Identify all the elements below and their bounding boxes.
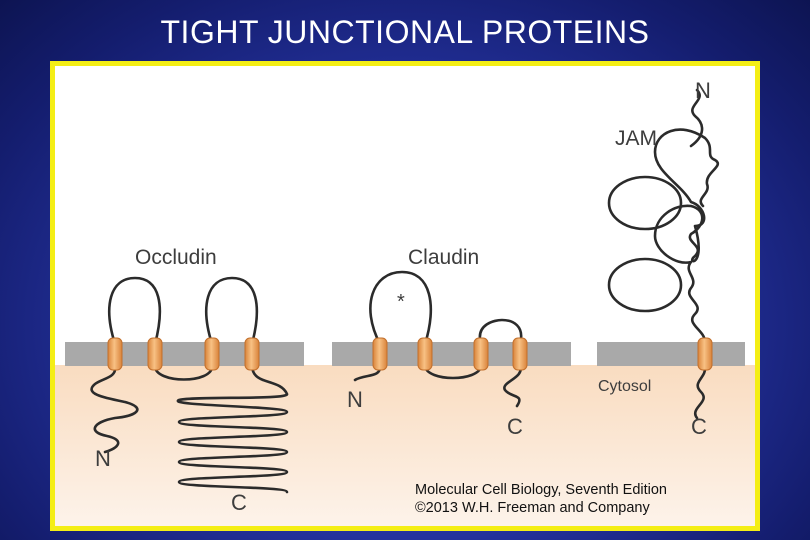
claudin-c-tail — [503, 364, 522, 408]
jam-extracellular-chain — [653, 88, 719, 344]
figure-credit: Molecular Cell Biology, Seventh Edition … — [415, 481, 667, 517]
credit-line-1: Molecular Cell Biology, Seventh Edition — [415, 482, 668, 498]
claudin-tm-4 — [512, 337, 528, 371]
jam-c-terminus-label: C — [691, 414, 707, 439]
tight-junction-diagram: Occludin Claudin JAM Cytosol N C N C N C… — [55, 78, 755, 526]
occludin-loop-1 — [108, 276, 162, 346]
jam-c-tail — [693, 364, 707, 420]
jam-n-terminus-label: N — [695, 78, 711, 103]
occludin-label: Occludin — [135, 246, 217, 269]
claudin-c-terminus-label: C — [507, 414, 523, 439]
jam-tm — [697, 337, 713, 371]
cytosol-label: Cytosol — [598, 378, 651, 395]
occludin-n-terminus-label: N — [95, 446, 111, 471]
occludin-c-tail — [176, 364, 289, 494]
claudin-loop-2 — [478, 318, 523, 346]
claudin-tm-1 — [372, 337, 388, 371]
membrane-jam — [597, 342, 745, 366]
jam-label: JAM — [615, 127, 657, 150]
claudin-n-terminus-label: N — [347, 387, 363, 412]
claudin-asterisk-mark: * — [397, 291, 405, 313]
jam-ig-domain-2 — [607, 257, 683, 313]
slide-title: TIGHT JUNCTIONAL PROTEINS — [160, 14, 650, 50]
occludin-tm-2 — [147, 337, 163, 371]
figure-frame: Occludin Claudin JAM Cytosol N C N C N C… — [50, 61, 760, 531]
occludin-c-terminus-label: C — [231, 490, 247, 515]
credit-line-2: ©2013 W.H. Freeman and Company — [415, 500, 650, 516]
occludin-tm-3 — [204, 337, 220, 371]
claudin-label: Claudin — [408, 246, 479, 269]
cytosol-region — [55, 365, 755, 526]
jam-ig-domain-1 — [607, 175, 683, 231]
occludin-loop-2 — [205, 276, 259, 346]
occludin-tm-4 — [244, 337, 260, 371]
claudin-loop-1 — [369, 270, 433, 346]
claudin-tm-3 — [473, 337, 489, 371]
claudin-tm-2 — [417, 337, 433, 371]
occludin-n-tail — [90, 364, 139, 454]
occludin-intracellular-loop — [153, 364, 214, 381]
membrane-claudin — [332, 342, 571, 366]
membrane-occludin — [65, 342, 304, 366]
occludin-tm-1 — [107, 337, 123, 371]
